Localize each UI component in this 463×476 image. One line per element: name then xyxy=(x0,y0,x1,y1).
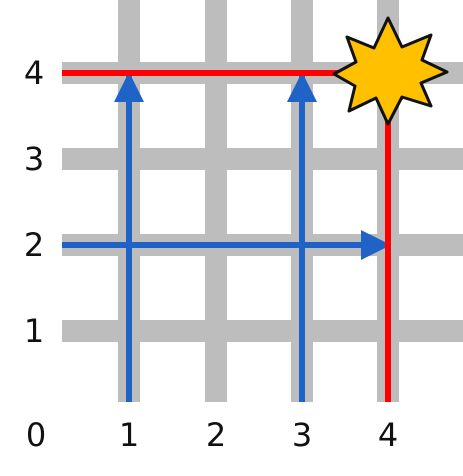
x-axis-label-1: 1 xyxy=(119,416,139,454)
x-axis-label-3: 3 xyxy=(292,416,312,454)
horizontal-grid-line-1 xyxy=(62,320,463,342)
y-axis-label-4: 4 xyxy=(24,54,44,92)
x-axis-label-4: 4 xyxy=(378,416,398,454)
x-axis-label-2: 2 xyxy=(206,416,226,454)
y-axis-label-3: 3 xyxy=(24,140,44,178)
y-axis-label-2: 2 xyxy=(24,226,44,264)
horizontal-grid-line-3 xyxy=(62,148,463,170)
y-axis-label-1: 1 xyxy=(24,312,44,350)
collision-burst-icon xyxy=(332,16,449,126)
vertical-grid-line-2 xyxy=(205,0,227,402)
origin-label: 0 xyxy=(26,416,46,454)
